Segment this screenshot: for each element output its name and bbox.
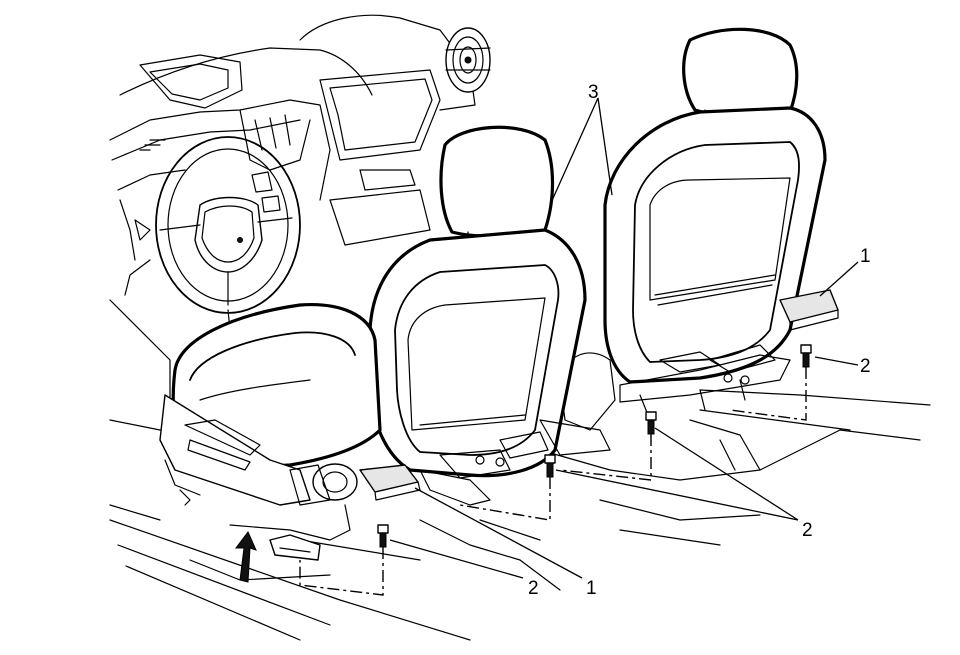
up-arrow-icon: [235, 531, 257, 583]
callout-3-top: 3: [588, 82, 599, 103]
callout-1-bottom: 1: [586, 578, 597, 599]
leader-lines: [389, 97, 859, 579]
bolt-front-inboard: [544, 454, 556, 478]
bolt-rear-inboard: [645, 411, 657, 435]
callout-2-right: 2: [860, 356, 871, 377]
callout-1-right: 1: [860, 246, 871, 267]
bolt-rear-outboard: [800, 344, 812, 368]
bolt-front-outboard: [377, 524, 389, 548]
air-vent: [445, 27, 491, 93]
seat-driver: [159, 125, 611, 561]
callout-2-bottom: 2: [528, 578, 539, 599]
callout-2-middle: 2: [802, 520, 813, 541]
instrument-panel: [109, 14, 476, 261]
seat-passenger: [559, 27, 839, 431]
alignment-lines: [299, 367, 807, 596]
